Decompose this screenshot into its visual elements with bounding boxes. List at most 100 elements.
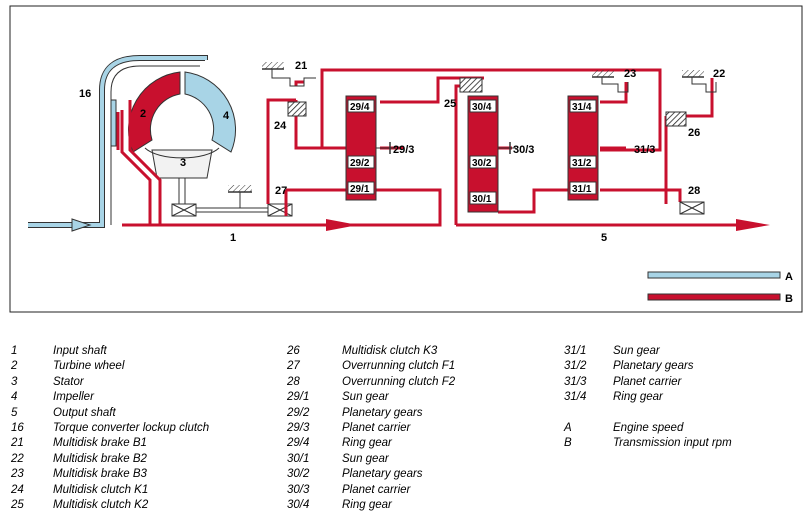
legend-number: 3 (11, 375, 18, 388)
legend-number: 25 (11, 498, 24, 511)
legend-row: 1 Input shaft (11, 344, 271, 359)
legend-number: 21 (11, 437, 24, 450)
label-29-2: 29/2 (350, 158, 370, 169)
label-4: 4 (223, 110, 230, 122)
legend-description: Sun gear (342, 452, 389, 465)
legend-row: 26 Multidisk clutch K3 (287, 344, 547, 359)
legend-number: 30/2 (287, 468, 310, 481)
brake-b1 (262, 62, 316, 87)
legend-number: 29/2 (287, 406, 310, 419)
label-29-3: 29/3 (393, 144, 414, 156)
legend-description: Output shaft (53, 406, 116, 419)
label-26: 26 (688, 127, 700, 139)
legend-description: Overrunning clutch F2 (342, 375, 456, 388)
legend-number: 2 (11, 360, 18, 373)
legend-row (564, 406, 804, 421)
legend-number: 24 (11, 483, 24, 496)
legend-number: 29/4 (287, 437, 310, 450)
label-31-3: 31/3 (634, 144, 655, 156)
label-30-4: 30/4 (472, 102, 492, 113)
clutch-k2 (459, 77, 483, 93)
legend-description: Planetary gears (613, 360, 694, 373)
legend-number: 22 (11, 452, 24, 465)
legend-description: Multidisk clutch K2 (53, 498, 149, 511)
legend-description: Sun gear (342, 391, 389, 404)
legend-description: Planetary gears (342, 468, 423, 481)
legend-number: 30/4 (287, 498, 310, 511)
legend-row: 4 Impeller (11, 390, 271, 405)
legend-number: 28 (287, 375, 300, 388)
input-shaft-arrow (326, 219, 358, 231)
legend-description: Stator (53, 375, 84, 388)
legend-description: Sun gear (613, 345, 660, 357)
legend-row: 30/3 Planet carrier (287, 483, 547, 498)
legend-description: Ring gear (613, 391, 663, 404)
planetary-set-29 (345, 95, 396, 201)
label-27: 27 (275, 185, 287, 197)
legend-number: 31/4 (564, 391, 587, 404)
legend-number: 31/2 (564, 360, 587, 373)
legend-number: 31/1 (564, 345, 587, 357)
legend-number: 30/3 (287, 483, 310, 496)
legend-row: 5 Output shaft (11, 406, 271, 421)
label-21: 21 (295, 60, 307, 72)
legend-row: 31/1 Sun gear (564, 344, 804, 359)
legend-number: 23 (11, 468, 24, 481)
label-31-4: 31/4 (572, 102, 592, 113)
impeller (184, 71, 236, 153)
label-29-4: 29/4 (350, 102, 370, 113)
brake-b2 (682, 70, 717, 93)
turbine-wheel (128, 71, 181, 153)
legend-row: 30/2 Planetary gears (287, 467, 547, 482)
label-3: 3 (180, 157, 186, 169)
output-shaft-arrow (736, 219, 770, 231)
label-1: 1 (230, 232, 236, 244)
legend-number: 1 (11, 345, 18, 357)
legend-description: Turbine wheel (53, 360, 125, 373)
legend-row: 24 Multidisk clutch K1 (11, 483, 271, 498)
legend-description: Input shaft (53, 345, 107, 357)
legend-row: 29/4 Ring gear (287, 436, 547, 451)
legend-description: Overrunning clutch F1 (342, 360, 456, 373)
legend-number: 4 (11, 391, 18, 404)
legend-row: 2 Turbine wheel (11, 359, 271, 374)
legend-description: Ring gear (342, 437, 392, 450)
label-2: 2 (140, 108, 146, 120)
label-29-1: 29/1 (350, 184, 370, 195)
legend-number: A (564, 421, 572, 434)
legend-description: Planet carrier (342, 483, 411, 496)
legend-number: 29/1 (287, 391, 310, 404)
legend-description: Planet carrier (613, 375, 682, 388)
legend-number: 26 (287, 345, 300, 357)
legend-row: 3 Stator (11, 375, 271, 390)
legend-description: Multidisk clutch K3 (342, 345, 438, 357)
legend-number: 5 (11, 406, 18, 419)
brake-b3 (592, 70, 629, 93)
legend-description: Transmission input rpm (613, 437, 732, 450)
color-key: A B (647, 271, 793, 305)
legend-description: Planet carrier (342, 421, 411, 434)
legend-description: Multidisk clutch K1 (53, 483, 149, 496)
legend-description: Planetary gears (342, 406, 423, 419)
legend-number: 31/3 (564, 375, 587, 388)
legend-description: Multidisk brake B3 (53, 468, 147, 481)
planetary-set-30 (467, 95, 516, 213)
legend-description: Impeller (53, 391, 94, 404)
label-23: 23 (624, 68, 636, 80)
legend-row: 25 Multidisk clutch K2 (11, 498, 271, 513)
legend-row: 29/2 Planetary gears (287, 406, 547, 421)
legend-number: 30/1 (287, 452, 310, 465)
clutch-k1 (287, 101, 307, 117)
engine-speed-path (28, 55, 208, 232)
legend-row: 23 Multidisk brake B3 (11, 467, 271, 482)
legend-number: B (564, 437, 572, 450)
legend-row: 28 Overrunning clutch F2 (287, 375, 547, 390)
key-label-a: A (785, 271, 793, 283)
